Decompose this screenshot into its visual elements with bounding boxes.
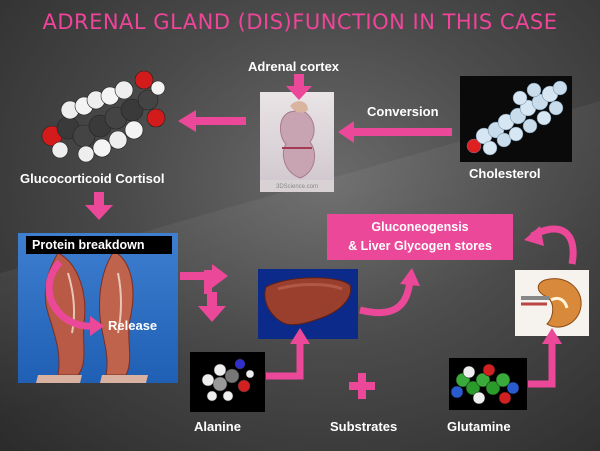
gluconeogenesis-label-line1: Gluconeogensis <box>371 220 469 234</box>
glutamine-molecule-image <box>449 358 527 410</box>
leg-muscle-image <box>18 233 178 383</box>
arrow-adrenal-to-cortisol <box>178 110 246 132</box>
cortisol-molecule-image <box>30 66 170 166</box>
protein-breakdown-label: Protein breakdown <box>26 236 172 254</box>
cortisol-label: Glucocorticoid Cortisol <box>20 171 165 186</box>
release-label: Release <box>108 318 158 333</box>
arrow-cholesterol-to-adrenal <box>338 121 452 143</box>
cholesterol-molecule-image <box>460 76 572 162</box>
glutamine-label: Glutamine <box>447 419 511 434</box>
slide-title: ADRENAL GLAND (DIS)FUNCTION IN THIS CASE <box>42 10 558 34</box>
kidney-image <box>515 270 589 336</box>
alanine-molecule-image <box>190 352 265 412</box>
arrow-cortisol-down <box>85 192 113 220</box>
arrow-alanine-to-liver <box>266 340 304 380</box>
conversion-label: Conversion <box>367 104 439 119</box>
adrenal-kidney-image: 3DScience.com <box>260 92 334 192</box>
substrates-label: Substrates <box>330 419 398 434</box>
image-watermark: 3DScience.com <box>276 184 318 190</box>
gluconeogenesis-label-line2: & Liver Glycogen stores <box>348 239 492 253</box>
gluconeogenesis-box: Gluconeogensis & Liver Glycogen stores <box>327 214 513 260</box>
adrenal-cortex-label: Adrenal cortex <box>248 59 340 74</box>
arrow-glutamine-to-kidney <box>528 340 556 388</box>
liver-image <box>258 269 358 339</box>
cholesterol-label: Cholesterol <box>469 166 541 181</box>
alanine-label: Alanine <box>194 419 241 434</box>
plus-sign <box>358 373 366 399</box>
